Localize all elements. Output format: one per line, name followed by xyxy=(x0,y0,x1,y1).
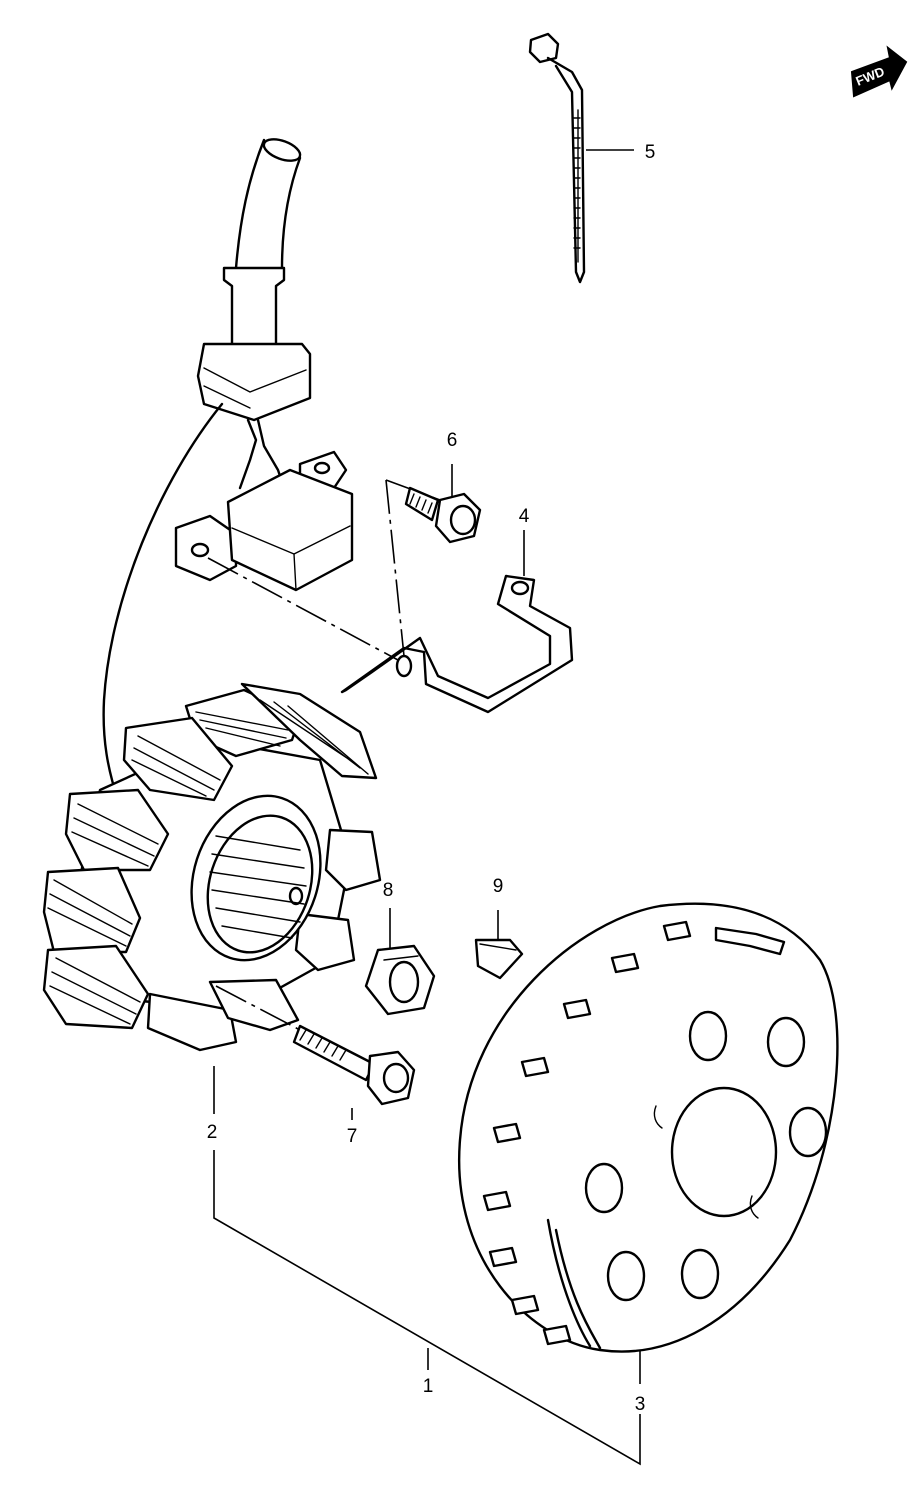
callout-9: 9 xyxy=(493,876,504,897)
callout-6: 6 xyxy=(447,430,458,451)
collar-8 xyxy=(364,944,436,1016)
stator-2 xyxy=(42,682,382,1052)
bolt-6 xyxy=(404,486,482,544)
leader-lines xyxy=(213,149,641,1466)
key-9 xyxy=(474,938,524,980)
wire-harness xyxy=(102,138,312,802)
bracket-4 xyxy=(340,574,574,714)
callout-8: 8 xyxy=(383,880,394,901)
rotor-3 xyxy=(457,902,839,1353)
callout-7: 7 xyxy=(347,1126,358,1147)
bolt-7 xyxy=(215,985,416,1106)
callout-5: 5 xyxy=(645,142,656,163)
pickup-coil xyxy=(174,450,354,592)
callout-2: 2 xyxy=(207,1122,218,1143)
assembly-line-coil xyxy=(207,557,399,661)
fwd-arrow-icon: FWD xyxy=(850,45,908,98)
assembly-line-bolt6 xyxy=(385,479,405,657)
callout-4: 4 xyxy=(519,506,530,527)
callout-1: 1 xyxy=(423,1376,434,1397)
cable-tie xyxy=(528,32,586,284)
callout-3: 3 xyxy=(635,1394,646,1415)
